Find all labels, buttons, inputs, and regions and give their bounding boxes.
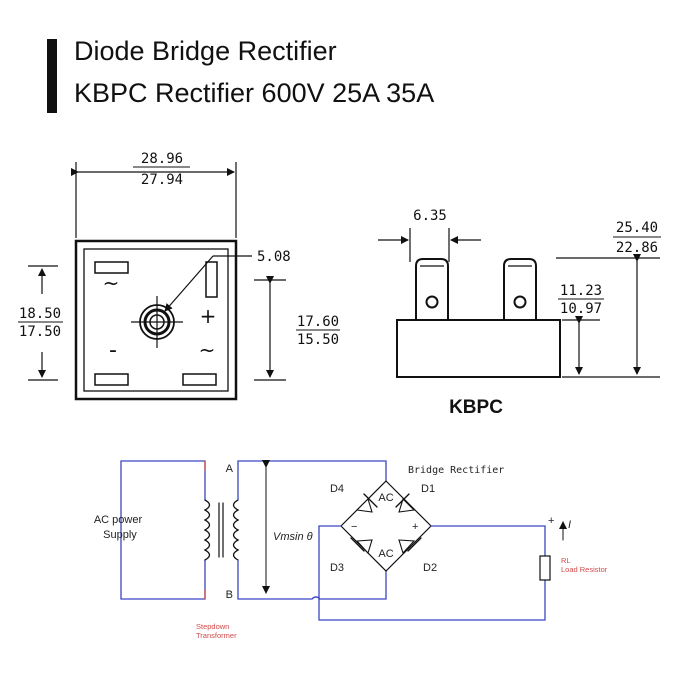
wire-a bbox=[237, 460, 387, 482]
hole-leader-arrow bbox=[164, 255, 214, 312]
transformer-label-line-2: Transformer bbox=[196, 631, 237, 640]
rectifier-circuit: AC power Supply A B Vmsin θ bbox=[94, 460, 608, 640]
hole-diameter-label: 5.08 bbox=[257, 249, 291, 265]
bridge-outline bbox=[340, 480, 432, 572]
bridge-minus-label: − bbox=[351, 521, 357, 533]
inner-max-label: 17.60 bbox=[297, 314, 339, 330]
output-plus-label: + bbox=[548, 515, 554, 527]
body-max-label: 11.23 bbox=[560, 283, 602, 299]
positive-output-wire bbox=[430, 525, 546, 557]
terminal-bottom-right bbox=[182, 373, 217, 386]
total-max-label: 25.40 bbox=[616, 220, 658, 236]
load-resistor bbox=[539, 555, 551, 581]
title-accent-bar bbox=[47, 39, 57, 113]
height-min-label: 17.50 bbox=[19, 324, 61, 340]
plus-mark: + bbox=[200, 304, 217, 328]
transformer-label-line-1: Stepdown bbox=[196, 622, 229, 631]
page-title-line-2: KBPC Rectifier 600V 25A 35A bbox=[74, 78, 435, 108]
node-a-label: A bbox=[226, 463, 234, 475]
voltage-label: Vmsin θ bbox=[273, 531, 313, 543]
mounting-hole bbox=[131, 296, 183, 348]
body-min-label: 10.97 bbox=[560, 301, 602, 317]
minus-mark: - bbox=[109, 338, 117, 363]
ac-mark-bottom: ~ bbox=[199, 338, 216, 362]
terminal-top-right bbox=[205, 261, 218, 298]
secondary-coil bbox=[232, 499, 240, 561]
top-view-drawing: 28.96 27.94 ~ + - ~ 5.08 18.50 bbox=[18, 151, 340, 401]
wire-b bbox=[237, 570, 387, 600]
d4-label: D4 bbox=[330, 483, 344, 495]
package-outline bbox=[74, 239, 238, 401]
source-label-line-2: Supply bbox=[103, 529, 137, 541]
height-max-label: 18.50 bbox=[19, 306, 61, 322]
diode-d2 bbox=[398, 537, 422, 555]
rl-label: RL bbox=[561, 556, 571, 565]
page-title-line-1: Diode Bridge Rectifier bbox=[74, 36, 337, 66]
diode-d4 bbox=[355, 493, 378, 513]
terminal-top-left bbox=[94, 261, 129, 274]
side-terminal-left bbox=[415, 258, 449, 320]
diode-d1 bbox=[395, 493, 416, 513]
negative-output-wire bbox=[318, 525, 546, 621]
d2-label: D2 bbox=[423, 562, 437, 574]
terminal-width-label: 6.35 bbox=[413, 208, 447, 224]
inner-min-label: 15.50 bbox=[297, 332, 339, 348]
width-min-label: 27.94 bbox=[141, 172, 183, 188]
ac-bottom-label: AC bbox=[378, 548, 393, 560]
d3-label: D3 bbox=[330, 562, 344, 574]
width-max-label: 28.96 bbox=[141, 151, 183, 167]
source-label-line-1: AC power bbox=[94, 514, 143, 526]
total-min-label: 22.86 bbox=[616, 240, 658, 256]
d1-label: D1 bbox=[421, 483, 435, 495]
bridge-plus-label: + bbox=[412, 521, 418, 533]
bridge-title: Bridge Rectifier bbox=[408, 465, 504, 476]
terminal-bottom-left bbox=[94, 373, 129, 386]
source-wire bbox=[120, 460, 206, 600]
ac-top-label: AC bbox=[378, 492, 393, 504]
load-label: Load Resistor bbox=[561, 565, 608, 574]
package-name-label: KBPC bbox=[449, 397, 503, 418]
package-inner-outline bbox=[83, 248, 229, 392]
side-terminal-right bbox=[503, 258, 537, 320]
side-view-drawing: 6.35 25.40 22.86 11.23 10.97 KBPC bbox=[378, 208, 661, 418]
side-body bbox=[396, 319, 561, 378]
primary-coil bbox=[203, 499, 211, 561]
current-label: I bbox=[568, 519, 571, 531]
ac-mark-top: ~ bbox=[103, 271, 120, 295]
diode-d3 bbox=[350, 537, 373, 555]
node-b-label: B bbox=[226, 589, 233, 601]
